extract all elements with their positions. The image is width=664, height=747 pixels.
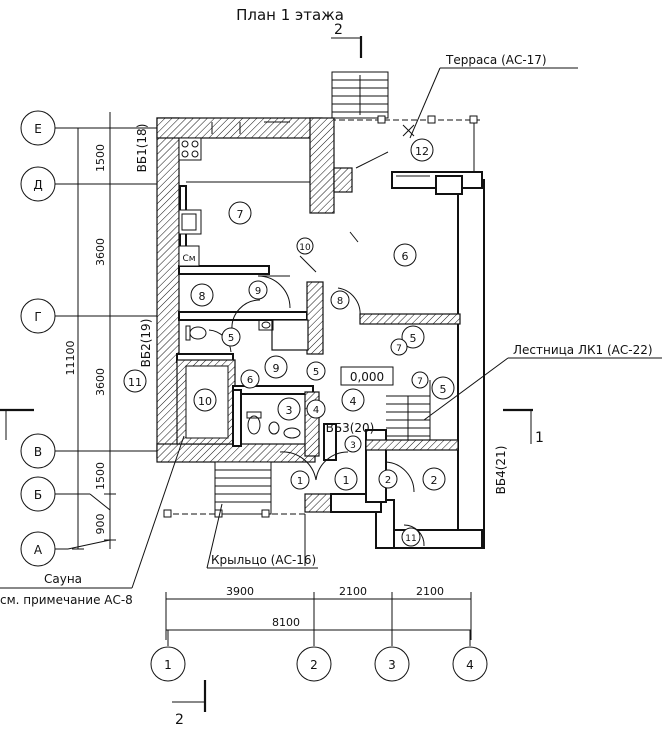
- interior-stair: [386, 380, 431, 440]
- room-tag: 5: [313, 367, 319, 378]
- wall-tag-vb4: ВБ4(21): [494, 446, 508, 495]
- section-marker-left: [0, 408, 34, 440]
- room-tag: 1: [297, 476, 303, 487]
- horizontal-dimensions: 3900 2100 2100 8100: [165, 585, 472, 640]
- room-tag: 9: [255, 286, 261, 297]
- room-tag: 1: [343, 474, 350, 487]
- room-tag: 9: [273, 362, 280, 375]
- svg-text:1500: 1500: [94, 144, 107, 172]
- svg-text:3: 3: [388, 658, 396, 672]
- svg-text:Лестница ЛК1 (АС-22): Лестница ЛК1 (АС-22): [513, 343, 653, 357]
- interior-walls: [176, 185, 461, 461]
- svg-text:4: 4: [466, 658, 474, 672]
- svg-text:2: 2: [310, 658, 318, 672]
- room-tags: 12 7 10 6 8 9 5 8 5 7 9 6 11 10 3 4 4 5 …: [123, 138, 455, 547]
- svg-text:900: 900: [94, 514, 107, 535]
- svg-text:Д: Д: [33, 178, 42, 192]
- room-tag: 3: [350, 441, 356, 451]
- svg-text:11100: 11100: [64, 341, 77, 376]
- room-tag: 7: [396, 344, 402, 354]
- room-tag: 5: [228, 333, 234, 344]
- bathroom-fixtures: [185, 319, 301, 439]
- svg-text:А: А: [34, 543, 43, 557]
- windows: [186, 121, 430, 183]
- terrace-stairs: [331, 71, 389, 119]
- appliance-label: См: [182, 254, 195, 264]
- section-marker-right: 1: [503, 408, 544, 446]
- bottom-axes: 1 2 3 4: [150, 606, 488, 682]
- svg-text:Б: Б: [34, 488, 42, 502]
- room-tag: 4: [350, 395, 357, 408]
- left-axes: Е Д Г В Б А: [20, 110, 160, 567]
- svg-text:Крыльцо (АС-16): Крыльцо (АС-16): [211, 553, 316, 567]
- svg-text:2100: 2100: [416, 585, 444, 598]
- svg-text:2100: 2100: [339, 585, 367, 598]
- room-tag: 8: [337, 296, 343, 307]
- outer-walls: [156, 117, 485, 549]
- svg-text:Е: Е: [34, 122, 42, 136]
- room-tag: 6: [247, 375, 253, 386]
- callout-sauna: Сауна см. примечание АС-8: [0, 435, 185, 607]
- svg-text:Г: Г: [34, 310, 41, 324]
- callout-terrace: Терраса (АС-17): [409, 53, 578, 139]
- callout-stairs: Лестница ЛК1 (АС-22): [423, 343, 662, 421]
- svg-text:1: 1: [535, 430, 544, 446]
- room-tag: 11: [128, 376, 142, 389]
- svg-text:2: 2: [175, 712, 184, 728]
- vertical-dimensions: 1500 3600 11100 3600 1500 900: [64, 112, 116, 550]
- plan-title: План 1 этажа: [236, 6, 344, 24]
- wall-tag-vb3: ВБ3(20): [326, 421, 375, 435]
- svg-text:см. примечание АС-8: см. примечание АС-8: [0, 593, 133, 607]
- terrace-outline: [330, 115, 480, 180]
- svg-text:0,000: 0,000: [350, 370, 384, 384]
- level-mark: 0,000: [340, 366, 394, 386]
- room-tag: 8: [199, 290, 206, 303]
- wall-tag-vb2: ВБ2(19): [139, 319, 153, 368]
- room-tag: 2: [431, 474, 438, 487]
- section-marker-bottom: 2: [172, 680, 207, 728]
- room-tag: 2: [385, 475, 391, 486]
- svg-text:1: 1: [164, 658, 172, 672]
- room-tag: 5: [410, 332, 417, 345]
- wall-tag-vb1: ВБ1(18): [135, 124, 149, 173]
- callout-porch: Крыльцо (АС-16): [206, 503, 318, 569]
- svg-text:8100: 8100: [272, 616, 300, 629]
- svg-text:В: В: [34, 445, 42, 459]
- room-tag: 5: [440, 383, 447, 396]
- room-tag: 10: [198, 395, 212, 408]
- room-tag: 10: [299, 243, 311, 253]
- svg-text:3900: 3900: [226, 585, 254, 598]
- room-tag: 12: [415, 145, 429, 158]
- svg-text:Терраса (АС-17): Терраса (АС-17): [445, 53, 547, 67]
- svg-text:3600: 3600: [94, 238, 107, 266]
- room-tag: 7: [417, 377, 423, 387]
- room-tag: 7: [237, 208, 244, 221]
- room-tag: 6: [402, 250, 409, 263]
- svg-text:3600: 3600: [94, 368, 107, 396]
- svg-text:2: 2: [334, 22, 343, 38]
- kitchen-fixtures: См: [178, 137, 202, 267]
- room-tag: 4: [313, 405, 319, 416]
- room-tag: 11: [405, 534, 416, 544]
- section-marker-top: 2: [331, 22, 363, 58]
- porch-stairs: [163, 461, 306, 566]
- svg-text:1500: 1500: [94, 462, 107, 490]
- svg-text:Сауна: Сауна: [44, 572, 82, 586]
- room-tag: 3: [286, 404, 293, 417]
- door-swings: [208, 151, 425, 547]
